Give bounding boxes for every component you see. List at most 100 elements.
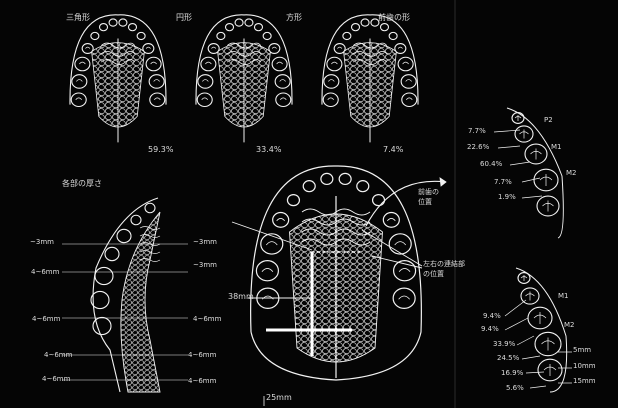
percent-square: 7.4% (383, 146, 403, 154)
arch-round (196, 15, 292, 142)
shape-label-square: 方形 (286, 14, 302, 22)
thickness-right-5: 4~6mm (188, 378, 216, 385)
molar-measure-b: 10mm (573, 363, 596, 370)
percent-pointer (522, 356, 540, 359)
tooth-label-p2: P2 (544, 117, 553, 124)
tooth (145, 203, 155, 213)
percent-pointer (498, 146, 520, 148)
molar-measure-c: 15mm (573, 378, 596, 385)
tooth (105, 247, 119, 260)
percent-triangle: 59.3% (148, 146, 173, 154)
molar-percent-4: 24.5% (497, 355, 519, 362)
thickness-group (62, 198, 188, 392)
tooth-label-m1-bottom: M1 (558, 293, 569, 300)
tooth (321, 173, 333, 184)
percent-round: 33.4% (256, 146, 281, 154)
tooth (146, 57, 161, 71)
anterior-position-line1: 前歯の (418, 189, 439, 196)
center-palate-group (232, 166, 446, 406)
tooth (117, 229, 131, 242)
thickness-left-3: 4~6mm (32, 316, 60, 323)
tooth (128, 24, 136, 31)
tooth (226, 24, 234, 31)
tooth (273, 212, 289, 227)
tooth (150, 93, 165, 107)
tooth (197, 93, 212, 107)
tooth (269, 44, 280, 54)
tooth-label-m2-bottom: M2 (564, 322, 575, 329)
tooth (119, 19, 127, 26)
tooth (339, 173, 351, 184)
tooth (323, 93, 338, 107)
tooth (389, 234, 411, 254)
tooth (82, 44, 93, 54)
tooth (401, 75, 416, 89)
percent-pointer (522, 196, 542, 198)
shape-label-triangle: 三角形 (66, 14, 90, 22)
tooth (256, 261, 278, 281)
tooth (303, 181, 315, 192)
tooth (131, 215, 141, 225)
dimension-vertical-label: 38mm (228, 293, 254, 301)
molar-percent-6: 5.6% (506, 385, 524, 392)
percent-pointer (510, 162, 530, 165)
tooth (373, 195, 385, 206)
premolar-percent-4: 7.7% (494, 179, 512, 186)
tooth (395, 44, 406, 54)
premolar-percent-3: 60.4% (480, 161, 502, 168)
arch-shapes-group (70, 15, 418, 142)
tooth (398, 57, 413, 71)
tooth (383, 212, 399, 227)
tooth (217, 32, 225, 39)
percent-pointer (505, 318, 528, 330)
tooth (208, 44, 219, 54)
percent-pointer (517, 336, 534, 345)
tooth (327, 57, 342, 71)
arrow-head (440, 178, 446, 186)
tooth (275, 75, 290, 89)
tooth (143, 44, 154, 54)
shape-label-anterior: 前歯の形 (378, 14, 410, 22)
tooth (352, 24, 360, 31)
half-arch-thickness (62, 198, 188, 392)
tooth (393, 288, 415, 308)
tooth (245, 19, 253, 26)
tooth (71, 93, 86, 107)
tooth (334, 44, 345, 54)
thickness-title: 各部の厚さ (62, 180, 102, 188)
arch-square (322, 15, 418, 142)
molar-column (518, 273, 562, 381)
premolar-percent-2: 22.6% (467, 144, 489, 151)
palate-large (232, 166, 446, 406)
tooth (261, 234, 283, 254)
tooth-label-m1-top: M1 (551, 144, 562, 151)
tooth (402, 93, 417, 107)
percent-pointer (505, 300, 526, 316)
tooth (100, 24, 108, 31)
thickness-left-5: 4~6mm (42, 376, 70, 383)
tooth (201, 57, 216, 71)
dimension-horizontal-label: 25mm (266, 394, 292, 402)
thickness-right-2: ~3mm (193, 262, 217, 269)
tooth (254, 24, 262, 31)
tooth (287, 195, 299, 206)
tooth (324, 75, 339, 89)
tooth (235, 19, 243, 26)
shape-label-round: 円形 (176, 14, 192, 22)
premolar-percent-1: 7.7% (468, 128, 486, 135)
tooth (91, 32, 99, 39)
thickness-left-1: ~3mm (30, 239, 54, 246)
anterior-position-line2: 位置 (418, 199, 432, 206)
tooth (109, 19, 117, 26)
tooth (357, 181, 369, 192)
connection-label-line2: の位置 (423, 271, 444, 278)
percent-pointer (530, 386, 546, 388)
arch-triangle (70, 15, 166, 142)
tooth (276, 93, 291, 107)
tooth (75, 57, 90, 71)
tooth (389, 32, 397, 39)
tooth (263, 32, 271, 39)
tooth (149, 75, 164, 89)
